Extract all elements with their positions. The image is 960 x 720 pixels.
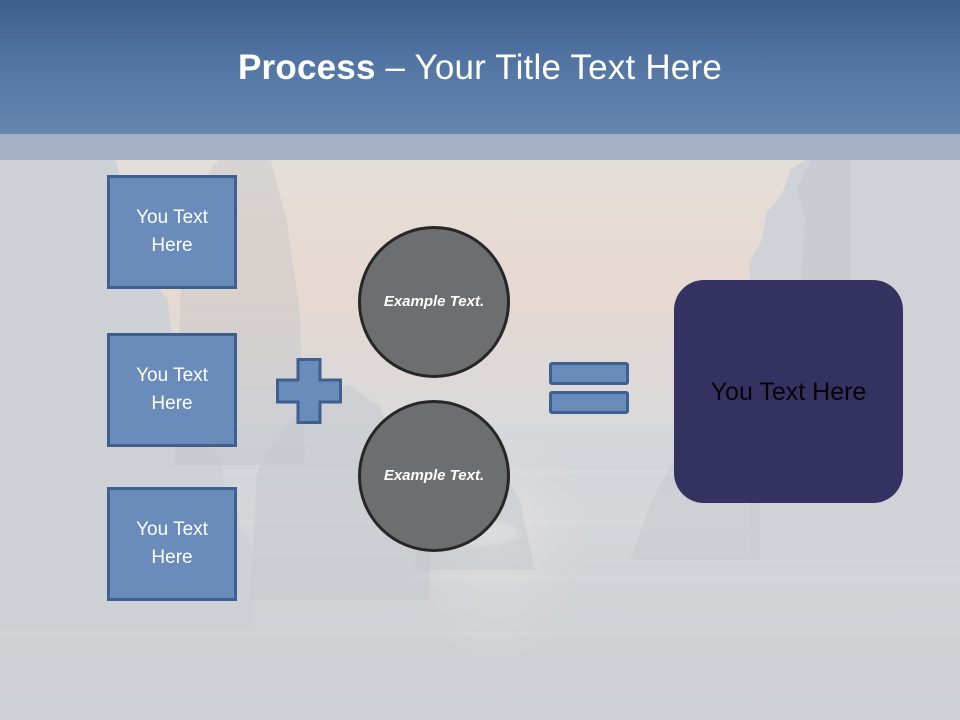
slide-header-accent-strip	[0, 134, 960, 160]
result-box[interactable]: You Text Here	[674, 280, 903, 503]
input-box-2[interactable]: You Text Here	[107, 333, 237, 447]
process-circle-2-label: Example Text.	[383, 467, 485, 484]
process-circle-1[interactable]: Example Text.	[358, 226, 510, 378]
equals-icon	[549, 362, 629, 414]
input-box-1[interactable]: You Text Here	[107, 175, 237, 289]
equals-icon-bar-top	[549, 362, 629, 385]
input-box-3[interactable]: You Text Here	[107, 487, 237, 601]
slide-header-band	[0, 0, 960, 134]
result-box-label: You Text Here	[710, 377, 867, 406]
page-title: Process – Your Title Text Here	[0, 46, 960, 90]
plus-icon	[276, 358, 342, 424]
input-box-3-label: You Text Here	[136, 519, 208, 568]
input-box-1-label: You Text Here	[136, 207, 208, 256]
process-circle-2[interactable]: Example Text.	[358, 400, 510, 552]
equals-icon-bar-bottom	[549, 391, 629, 414]
process-circle-1-label: Example Text.	[383, 293, 485, 310]
input-box-2-label: You Text Here	[136, 365, 208, 414]
page-title-regular-segment: – Your Title Text Here	[375, 48, 722, 87]
page-title-bold-segment: Process	[238, 48, 376, 87]
